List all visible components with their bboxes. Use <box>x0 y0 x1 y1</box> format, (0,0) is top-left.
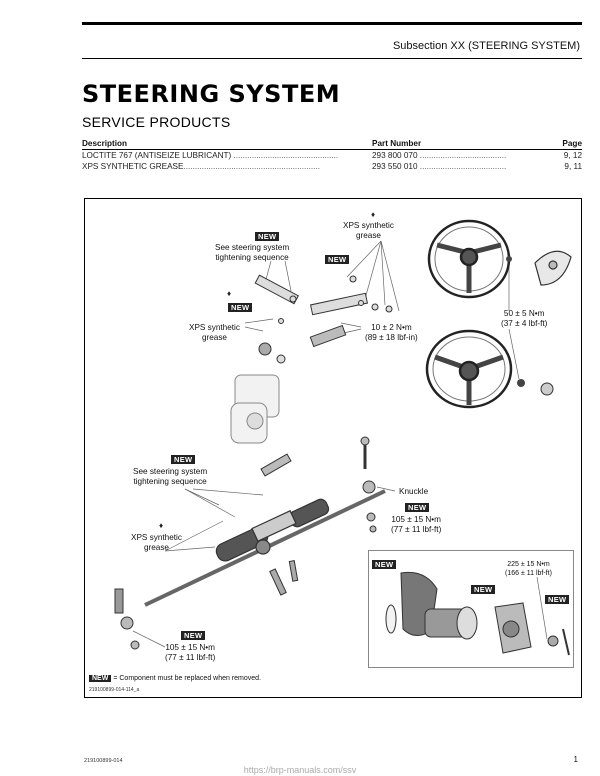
figure-code: 219100899-014-114_a <box>89 687 140 693</box>
footer-url-link[interactable]: https://brp-manuals.com/ssv <box>243 765 357 775</box>
label-see-steering-mid: See steering system tightening sequence <box>133 467 208 486</box>
footer-doc-code: 219100899-014 <box>84 758 123 764</box>
new-tag: NEW <box>372 560 397 569</box>
new-legend: NEW= Component must be replaced when rem… <box>89 675 261 682</box>
column-header-page: Page <box>532 138 582 150</box>
label-torque-50: 50 ± 5 N•m (37 ± 4 lbf-ft) <box>501 309 548 328</box>
subsection-rule <box>82 58 582 59</box>
label-see-steering-top: See steering system tightening sequence <box>215 243 290 262</box>
new-tag: NEW <box>471 585 496 594</box>
table-cell-description: LOCTITE 767 (ANTISEIZE LUBRICANT) ......… <box>82 151 339 160</box>
column-header-description: Description <box>82 138 372 150</box>
column-header-part-number: Part Number <box>372 138 532 150</box>
steering-wheel-top <box>427 219 511 299</box>
table-row: XPS SYNTHETIC GREASE....................… <box>82 161 582 172</box>
header-rule <box>82 22 582 25</box>
steering-rack <box>144 489 386 607</box>
new-tag: NEW <box>228 303 253 312</box>
label-torque-105-a: 105 ± 15 N•m (77 ± 11 lbf-ft) <box>391 515 442 534</box>
service-products-table: Description Part Number Page LOCTITE 767… <box>82 138 582 172</box>
label-xps-top: XPS synthetic grease <box>343 221 394 240</box>
label-torque-105-b: 105 ± 15 N•m (77 ± 11 lbf-ft) <box>165 643 216 662</box>
knuckle-detail-inset <box>368 550 574 668</box>
tie-rod-right <box>260 436 377 596</box>
tie-rod-left <box>114 588 140 650</box>
table-header-row: Description Part Number Page <box>82 138 582 150</box>
label-knuckle: Knuckle <box>399 487 429 496</box>
exploded-view-drawing <box>114 219 572 656</box>
label-torque-10: 10 ± 2 N•m (89 ± 18 lbf-in) <box>365 323 418 342</box>
section-heading: SERVICE PRODUCTS <box>82 114 231 130</box>
label-xps-left-top: XPS synthetic grease <box>189 323 240 342</box>
subsection-label: Subsection XX (STEERING SYSTEM) <box>392 40 580 52</box>
label-torque-225: 225 ± 15 N•m (166 ± 11 lbf-ft) <box>505 561 552 577</box>
grease-drop-icon: ♦ <box>159 521 164 530</box>
table-row: LOCTITE 767 (ANTISEIZE LUBRICANT) ......… <box>82 150 582 162</box>
page-title: STEERING SYSTEM <box>82 80 341 108</box>
knuckle-assembly-drawing <box>385 571 570 656</box>
exploded-view-figure: NEW See steering system tightening seque… <box>84 198 582 698</box>
new-tag: NEW <box>545 595 570 604</box>
table-cell-part-number: 293 550 010 ............................… <box>372 162 507 171</box>
new-tag: NEW <box>181 631 206 640</box>
new-tag: NEW <box>325 255 350 264</box>
horn-cover <box>534 250 572 286</box>
grease-drop-icon: ♦ <box>227 289 232 298</box>
new-tag: NEW <box>255 232 280 241</box>
grease-drop-icon: ♦ <box>371 210 376 219</box>
table-cell-description: XPS SYNTHETIC GREASE....................… <box>82 162 320 171</box>
footer-page-number: 1 <box>573 755 578 764</box>
table-cell-page: 9, 12 <box>563 151 582 160</box>
table-cell-page: 9, 11 <box>564 162 582 171</box>
power-steering-unit <box>230 374 280 444</box>
new-tag: NEW <box>171 455 196 464</box>
steering-wheel-bottom <box>425 329 513 409</box>
table-cell-part-number: 293 800 070 ............................… <box>372 151 507 160</box>
new-tag: NEW <box>405 503 430 512</box>
label-xps-left-mid: XPS synthetic grease <box>131 533 182 552</box>
steering-column <box>254 274 393 364</box>
